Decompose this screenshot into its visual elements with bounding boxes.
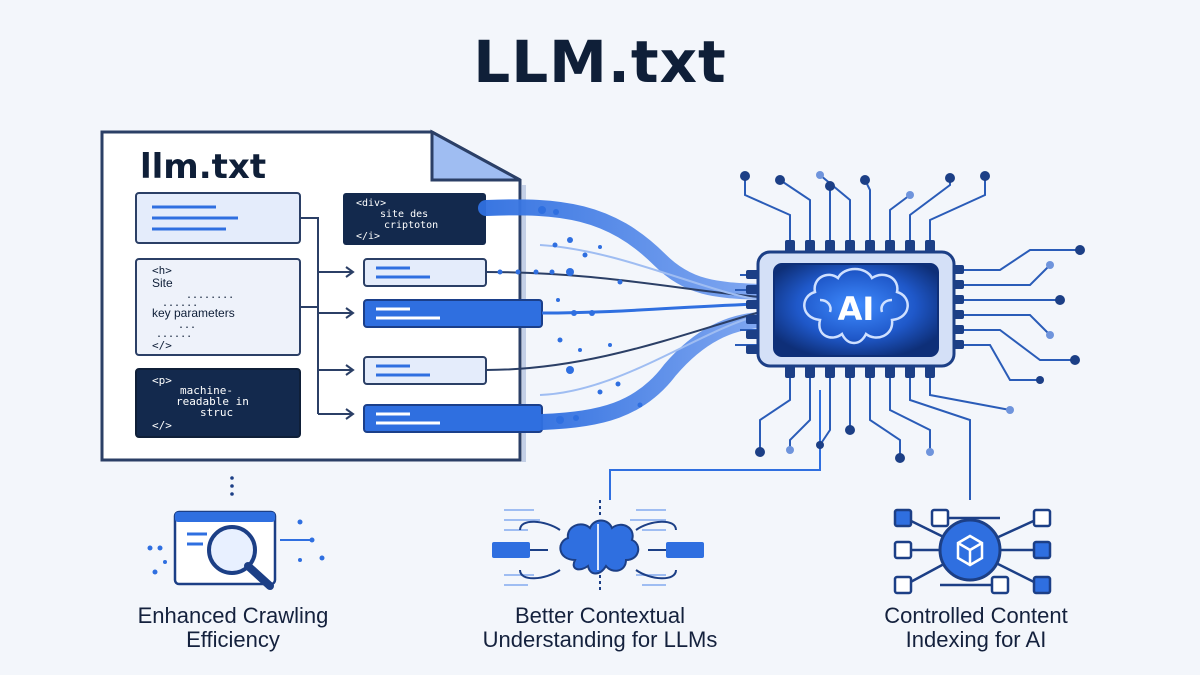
code-snippet-line: criptoton [384,220,438,231]
ai-chip-label: AI [838,290,875,328]
document-block-paragraph: <p> machine- readable in struc </> [135,368,301,438]
extracted-card [363,258,487,287]
code-snippet-line: <div> [356,198,386,209]
benefit-content-indexing: Controlled Content Indexing for AI [816,604,1136,652]
benefit-label-line: Enhanced Crawling [137,603,329,628]
block-h-line: ........ [186,290,234,301]
block-p-line: struc [200,406,233,419]
ai-chip: AI [746,240,964,378]
code-snippet-card: <div> site des criptoton </i> [343,193,486,245]
benefit-contextual-understanding: Better Contextual Understanding for LLMs [440,604,760,652]
document-block-summary [135,192,301,244]
block-h-line: ...... [156,329,192,340]
brain-icon [803,267,909,345]
data-streams [478,199,768,430]
benefit-label-line: Understanding for LLMs [482,627,718,652]
document-title: llm.txt [140,147,266,187]
block-p-line: readable in [176,395,249,408]
block-connectors [300,217,355,420]
extracted-card [363,356,487,385]
code-snippet-line: </i> [356,231,380,242]
document-block-heading: <h> Site ........ ...... key parameters … [135,258,301,356]
block-h-line: Site [152,276,173,290]
page-title: LLM.txt [473,28,727,96]
block-h-line: ... [178,320,196,331]
code-snippet-line: site des [380,209,428,220]
block-p-line: machine- [180,384,233,397]
benefit-crawling-efficiency: Enhanced Crawling Efficiency [73,604,393,652]
benefit-label-line: Better Contextual [515,603,685,628]
benefit-label-line: Indexing for AI [905,627,1047,652]
block-p-line: </> [152,419,172,432]
brain-network-icon [492,500,704,592]
block-h-line: </> [152,339,172,352]
benefit-label-line: Controlled Content [884,603,1068,628]
block-h-line: key parameters [152,306,235,320]
circuit-nodes [740,171,1085,463]
magnifier-icon [147,510,325,590]
block-p-line: <p> [152,374,172,387]
cube-network-icon [893,508,1052,595]
block-h-line: ...... [162,298,198,309]
block-h-line: <h> [152,264,172,277]
benefit-label-line: Efficiency [186,627,280,652]
extracted-card [363,299,543,328]
document-panel: llm.txt <h> Site ........ ...... key par… [100,129,543,462]
dotted-connector [230,476,234,496]
circuit-traces [609,174,1080,500]
extracted-card [363,404,543,433]
